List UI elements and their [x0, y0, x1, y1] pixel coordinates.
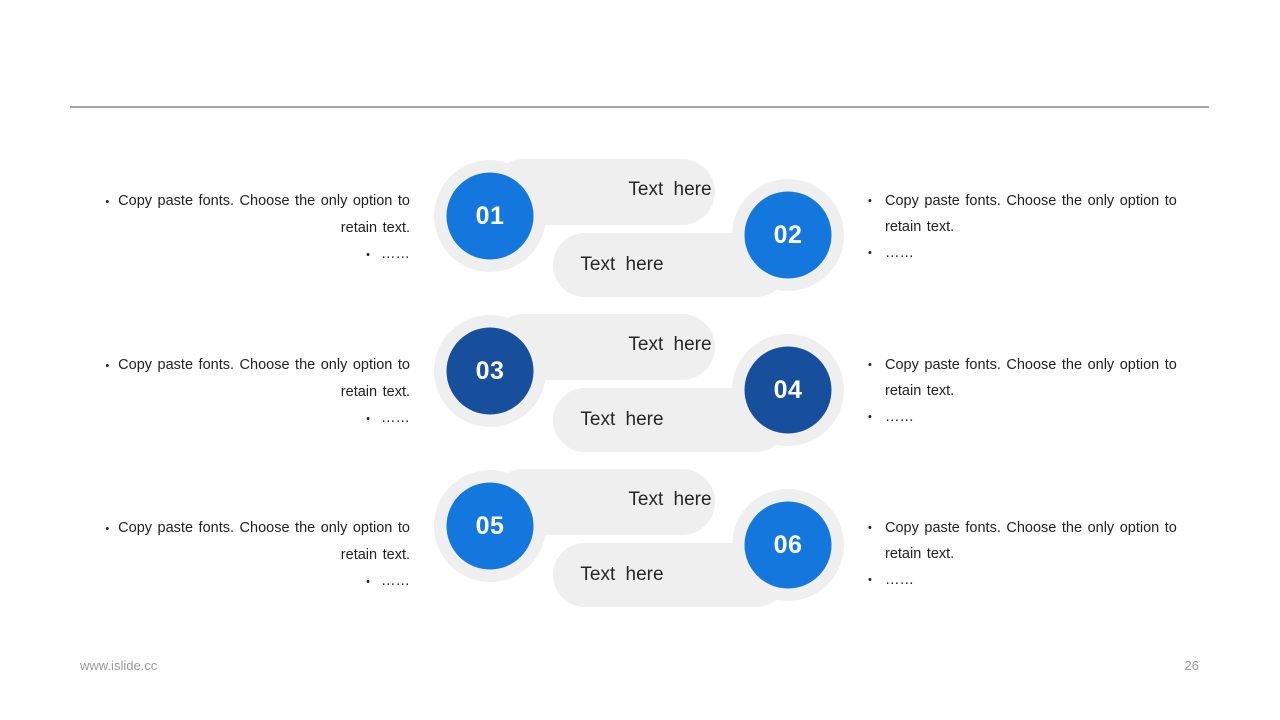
step-circle-left — [446, 327, 534, 415]
track-top-pill — [490, 159, 715, 225]
bullet-icon: • — [868, 411, 872, 423]
bullet-icon: • — [105, 523, 110, 535]
bullet-icon: • — [868, 574, 872, 586]
pill-label-bottom: Text here — [580, 564, 664, 585]
process-row-2: 03 04 Text here Text here — [430, 305, 850, 455]
note-line: • Copy paste fonts. Choose the only optio… — [98, 352, 410, 379]
note-line: • Copy paste fonts. Choose the only optio… — [98, 188, 410, 215]
bullet-icon: • — [868, 359, 872, 371]
pill-label-bottom: Text here — [580, 254, 664, 275]
step-number: 02 — [773, 221, 803, 249]
bullet-icon: • — [105, 196, 110, 208]
pill-label-top: Text here — [628, 489, 712, 510]
bullet-icon: • — [366, 413, 370, 425]
track-bottom-pill — [553, 388, 788, 452]
note-text: …… — [381, 573, 410, 589]
note-line: • Copy paste fonts. Choose the only optio… — [98, 515, 410, 542]
note-line: retain text. — [340, 384, 410, 400]
step-number: 04 — [773, 376, 803, 404]
note-line: • Copy paste fonts. Choose the only optio… — [868, 188, 1180, 214]
note-text: …… — [885, 409, 914, 425]
process-row-3: 05 06 Text here Text here — [430, 460, 850, 610]
bullet-icon: • — [868, 522, 872, 534]
footer-website: www.islide.cc — [80, 658, 158, 673]
note-text: …… — [381, 410, 410, 426]
note-line: • Copy paste fonts. Choose the only optio… — [868, 352, 1180, 378]
note-text: Copy paste fonts. Choose the only option… — [118, 193, 410, 209]
notes-left-1: • Copy paste fonts. Choose the only optio… — [98, 188, 410, 268]
track-bottom-pill — [553, 233, 788, 297]
note-line: • …… — [868, 567, 1180, 593]
notes-left-2: • Copy paste fonts. Choose the only optio… — [98, 352, 410, 432]
note-text: Copy paste fonts. Choose the only option… — [118, 357, 410, 373]
s-curve-connector-graphic — [434, 469, 844, 607]
note-line: • …… — [868, 404, 1180, 430]
note-line: • …… — [868, 240, 1180, 266]
note-line: retain text. — [885, 383, 955, 399]
bullet-icon: • — [366, 576, 370, 588]
step-number: 01 — [475, 202, 505, 230]
track-top-pill — [490, 314, 715, 380]
track-bottom-pill — [553, 543, 788, 607]
note-line: • Copy paste fonts. Choose the only optio… — [868, 515, 1180, 541]
step-circle-right — [744, 191, 832, 279]
note-text: Copy paste fonts. Choose the only option… — [118, 520, 410, 536]
note-line: retain text. — [885, 219, 955, 235]
step-number: 03 — [475, 357, 505, 385]
note-text: Copy paste fonts. Choose the only option… — [885, 520, 1177, 536]
step-circle-right — [744, 501, 832, 589]
note-text: …… — [885, 245, 914, 261]
note-line: • …… — [98, 241, 410, 268]
s-curve-connector-graphic — [434, 314, 844, 452]
note-text: …… — [381, 246, 410, 262]
pill-label-top: Text here — [628, 334, 712, 355]
note-text: Copy paste fonts. Choose the only option… — [885, 193, 1177, 209]
note-text: Copy paste fonts. Choose the only option… — [885, 357, 1177, 373]
note-line: • …… — [98, 405, 410, 432]
page-number: 26 — [1184, 658, 1199, 673]
s-curve-connector-graphic — [434, 159, 844, 297]
step-circle-right — [744, 346, 832, 434]
note-line: retain text. — [340, 220, 410, 236]
pill-label-top: Text here — [628, 179, 712, 200]
note-line: • …… — [98, 568, 410, 595]
process-row-1: 01 02 Text here Text here — [430, 150, 850, 300]
bullet-icon: • — [868, 195, 872, 207]
bullet-icon: • — [105, 360, 110, 372]
pill-label-bottom: Text here — [580, 409, 664, 430]
note-line: retain text. — [340, 547, 410, 563]
note-line: retain text. — [885, 546, 955, 562]
step-circle-left — [446, 172, 534, 260]
notes-right-3: • Copy paste fonts. Choose the only optio… — [868, 515, 1180, 593]
step-number: 06 — [773, 531, 803, 559]
step-number: 05 — [475, 512, 505, 540]
track-top-pill — [490, 469, 715, 535]
notes-right-1: • Copy paste fonts. Choose the only optio… — [868, 188, 1180, 266]
notes-left-3: • Copy paste fonts. Choose the only optio… — [98, 515, 410, 595]
bullet-icon: • — [366, 249, 370, 261]
bullet-icon: • — [868, 247, 872, 259]
note-text: …… — [885, 572, 914, 588]
step-circle-left — [446, 482, 534, 570]
top-divider-line — [70, 106, 1209, 108]
notes-right-2: • Copy paste fonts. Choose the only optio… — [868, 352, 1180, 430]
